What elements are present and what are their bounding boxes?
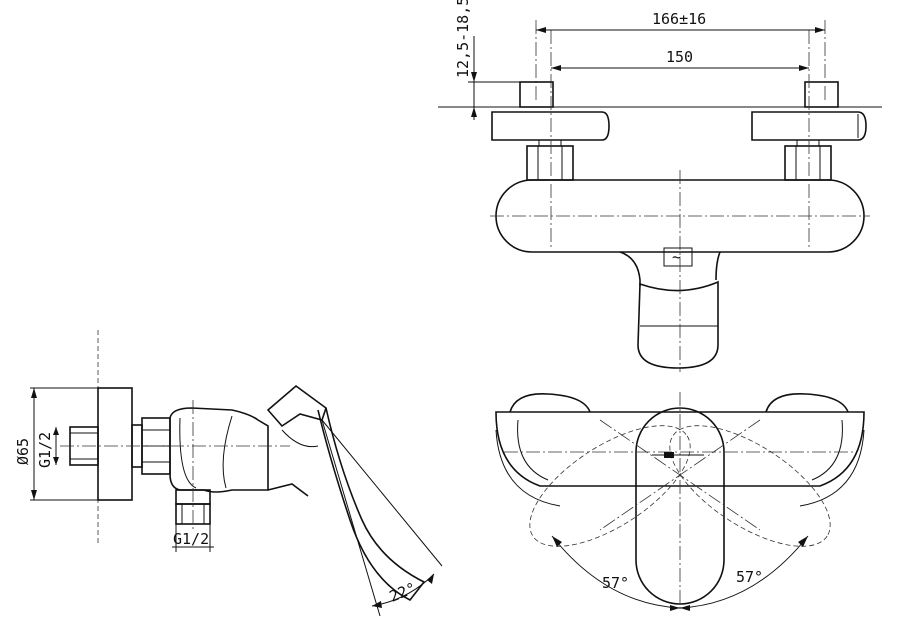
dim-arrow (551, 65, 561, 71)
lever-swing-left (529, 425, 691, 547)
dim-lever-angle-label: 22° (387, 579, 419, 606)
right-flange-top (765, 393, 849, 413)
dim-arrow (670, 605, 680, 611)
right-eccentric-nipple (804, 81, 839, 108)
dim-arrow (31, 490, 37, 500)
angle-arc-right (679, 535, 809, 609)
dim-outlet-thread-label: G1/2 (173, 530, 209, 548)
right-cover-flange (751, 111, 867, 141)
front-elevation-view: ~ 166±16 150 12,5-18,5 (438, 0, 882, 372)
angle-leg (321, 419, 443, 567)
dim-center-label: 150 (666, 48, 693, 66)
side-dome-right (799, 429, 865, 507)
body-contour (811, 419, 843, 481)
right-nut-collar (796, 139, 820, 147)
dim-arrow (680, 605, 690, 611)
angle-leg (321, 419, 381, 617)
side-dome-left (495, 429, 561, 507)
top-plan-view: 57° 57° (495, 392, 865, 612)
right-union-nut (784, 145, 832, 181)
dim-arrow (53, 427, 59, 435)
dim-swing-left-label: 57° (602, 574, 629, 592)
front-lever-handle (637, 280, 719, 369)
dim-arrow (471, 72, 477, 82)
left-union-nut (526, 145, 574, 181)
swing-axis (599, 419, 761, 531)
top-body-outline (495, 411, 865, 487)
dim-arrow (798, 536, 808, 547)
lever-swing-right (669, 425, 831, 547)
dim-depth-label: 12,5-18,5 (454, 0, 472, 78)
cover-plate (97, 387, 133, 501)
left-cover-flange (491, 111, 610, 141)
body-contour (179, 417, 197, 489)
dim-arrow (815, 27, 825, 33)
cartridge-lower (267, 483, 309, 497)
side-elevation-view: Ø65 G1/2 G1/2 22° (14, 330, 443, 617)
dim-swing-right-label: 57° (736, 568, 763, 586)
dim-offset-label: 166±16 (652, 10, 706, 28)
body-neck (619, 251, 721, 286)
dim-arrow (552, 536, 562, 547)
left-nut-collar (538, 139, 562, 147)
angle-arc-left (551, 535, 681, 609)
cartridge-top (266, 384, 327, 428)
pivot-point (664, 452, 674, 458)
dim-arrow (536, 27, 546, 33)
left-flange-top (509, 393, 591, 413)
dim-diameter-label: Ø65 (14, 438, 32, 465)
dim-arrow (427, 574, 434, 584)
dim-inlet-thread-label: G1/2 (36, 432, 54, 468)
body-contour (222, 415, 233, 489)
dim-arrow (471, 107, 477, 117)
center-cap (663, 247, 693, 267)
cap-mark: ~ (672, 248, 681, 266)
dim-arrow (799, 65, 809, 71)
dim-arrow (53, 457, 59, 465)
body-contour (517, 419, 549, 481)
valve-body-side (169, 407, 269, 493)
dim-arrow (372, 601, 382, 608)
left-eccentric-nipple (519, 81, 554, 108)
lever-contour (281, 429, 319, 448)
dim-arrow (31, 388, 37, 398)
side-lever-handle (317, 407, 426, 602)
